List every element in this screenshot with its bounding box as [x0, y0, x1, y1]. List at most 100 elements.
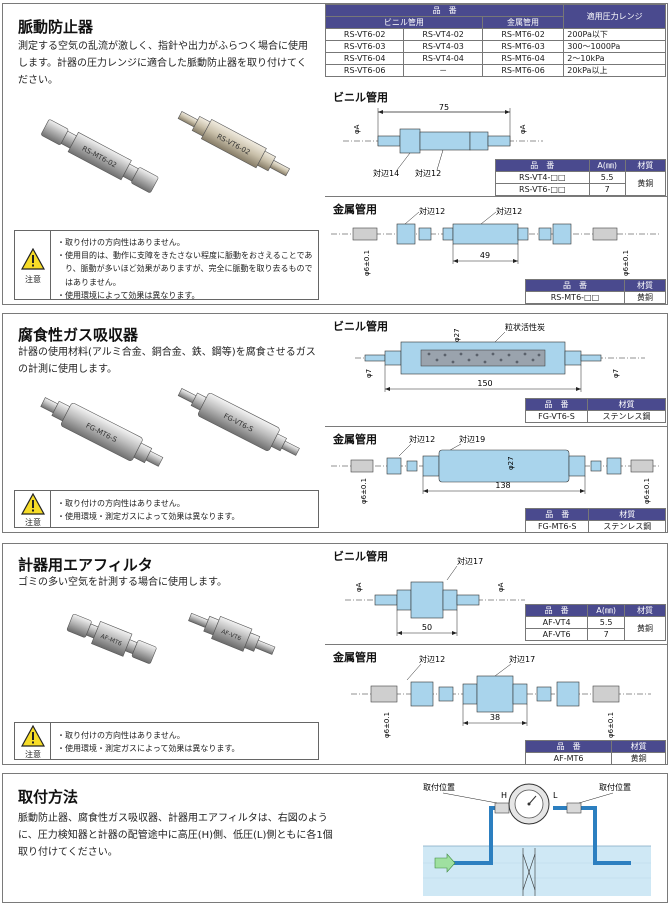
s2-metal-drawing: 対辺12 対辺19 φ27 138 φ6±0.1 φ6±0.1 [331, 434, 661, 504]
s3-vinyl-dim-50: 50 [422, 623, 432, 632]
s1-metal-title: 金属管用 [333, 203, 377, 216]
s2-metal-across12: 対辺12 [409, 434, 435, 444]
s2-vinyl-table: 品 番 材質 FG-VT6-S ステンレス鋼 [525, 398, 667, 423]
s1-caution-item: 使用目的は、動作に支障をきたさない程度に脈動をおさえることであり、脈動が多いほど… [57, 249, 314, 289]
s2-divider [325, 426, 667, 427]
s1-vinyl-across14: 対辺14 [373, 168, 399, 178]
s2-left-panel: 腐食性ガス吸収器 計器の使用材料(アルミ合金、銅合金、鉄、鋼等)を腐食させるガス… [3, 314, 325, 532]
s2-caution-box: 注意 取り付けの方向性はありません。 使用環境・測定ガスによって効果は異なります… [14, 490, 319, 528]
s1-th-vinyl: ビニル管用 [325, 16, 483, 29]
s4-installation-diagram: H L 取付位置 取付位置 [423, 782, 651, 896]
s3-right-panel: ビニル管用 対辺17 φA φA 50 品 番 A(㎜) 材質 [325, 544, 667, 765]
s3-vinyl-drawing: 対辺17 φA φA 50 [345, 556, 525, 636]
s3-description: ゴミの多い空気を計測する場合に使用します。 [18, 577, 227, 588]
s1-caution-item: 使用環境によって効果は異なります。 [57, 289, 314, 302]
s2-caution-text: 取り付けの方向性はありません。 使用環境・測定ガスによって効果は異なります。 [57, 497, 314, 524]
s4-title: 取付方法 [18, 788, 79, 806]
s3-metal-phi-right: φ6±0.1 [607, 712, 615, 738]
s2-vinyl-dim-150: 150 [477, 379, 492, 388]
s2-metal-title: 金属管用 [333, 433, 377, 446]
s2-vinyl-carbon-label: 粒状活性炭 [505, 322, 545, 332]
s2-title: 腐食性ガス吸収器 [18, 326, 139, 344]
s1-description: 測定する空気の乱流が激しく、指針や出力がふらつく場合に使用します。計器の圧力レン… [18, 41, 308, 86]
s2-description: 計器の使用材料(アルミ合金、銅合金、鉄、鋼等)を腐食させるガスの計測に使用します… [18, 347, 316, 375]
s1-vinyl-phiA-right: φA [519, 124, 527, 134]
section-air-filter: 計器用エアフィルタ ゴミの多い空気を計測する場合に使用します。 AF-MT6 [2, 543, 668, 765]
s3-metal-table: 品 番 材質 AF-MT6 黄銅 [524, 740, 666, 765]
warning-icon [21, 493, 45, 515]
s1-metal-across-b: 対辺12 [496, 206, 522, 216]
s1-vinyl-dim-75: 75 [439, 104, 449, 112]
s1-product-photo: RS-MT6-02 RS-VT6-02 [41, 111, 291, 193]
section-gas-absorber: 腐食性ガス吸収器 計器の使用材料(アルミ合金、銅合金、鉄、鋼等)を腐食させるガス… [2, 313, 668, 533]
s3-metal-across12: 対辺12 [419, 654, 445, 664]
s1-vinyl-table: 品 番 A(㎜) 材質 RS-VT4-□□ 5.5 黄銅 RS-VT6-□□ 7 [495, 159, 667, 196]
table-row: AF-MT6 黄銅 [524, 752, 666, 765]
s3-vinyl-phiA-right: φA [497, 582, 505, 592]
s2-caution-item: 取り付けの方向性はありません。 [57, 497, 314, 510]
s1-metal-phi-left: φ6±0.1 [363, 250, 371, 276]
s3-caution-item: 使用環境・測定ガスによって効果は異なります。 [57, 742, 314, 755]
s2-right-panel: ビニル管用 粒状活性炭 φ27 φ7 φ7 150 [325, 314, 667, 533]
table-row: AF-VT4 5.5 黄銅 [524, 616, 666, 641]
s1-metal-table: 品 番 材質 RS-MT6-□□ 黄銅 [525, 279, 667, 304]
table-row: FG-MT6-S ステンレス鋼 [524, 520, 666, 533]
table-row: RS-VT4-□□ 5.5 黄銅 [495, 171, 667, 196]
warning-icon [21, 248, 45, 270]
s2-vinyl-drawing: 粒状活性炭 φ27 φ7 φ7 150 [355, 322, 645, 392]
s3-vinyl-title: ビニル管用 [333, 550, 388, 563]
table-row: AF-VT6 7 [524, 628, 666, 641]
s3-caution-item: 取り付けの方向性はありません。 [57, 729, 314, 742]
s1-caution-item: 取り付けの方向性はありません。 [57, 236, 314, 249]
section-pulsation-damper: 脈動防止器 測定する空気の乱流が激しく、指針や出力がふらつく場合に使用します。計… [2, 3, 668, 305]
s1-caution-box: 注意 取り付けの方向性はありません。 使用目的は、動作に支障をきたさない程度に脈… [14, 230, 319, 302]
s3-vinyl-across17: 対辺17 [457, 556, 483, 566]
s2-metal-phi-left: φ6±0.1 [360, 478, 368, 504]
s3-metal-across17: 対辺17 [509, 654, 535, 664]
section-installation: 取付方法 脈動防止器、腐食性ガス吸収器、計器用エアフィルタは、右図のように、圧力… [2, 773, 668, 903]
s1-caution-text: 取り付けの方向性はありません。 使用目的は、動作に支障をきたさない程度に脈動をお… [57, 236, 314, 302]
s1-vinyl-phiA-left: φA [353, 124, 361, 134]
table-row: FG-VT6-S ステンレス鋼 [525, 410, 667, 423]
s1-vinyl-across12: 対辺12 [415, 168, 441, 178]
s2-metal-across19: 対辺19 [459, 434, 485, 444]
s2-vinyl-phi7-right: φ7 [612, 369, 620, 378]
s4-position-right: 取付位置 [599, 782, 631, 792]
table-row: RS-MT6-□□ 黄銅 [525, 291, 667, 304]
s4-description: 脈動防止器、腐食性ガス吸収器、計器用エアフィルタは、右図のように、圧力検知器と計… [18, 813, 333, 858]
s3-vinyl-phiA-left: φA [355, 582, 363, 592]
s3-title: 計器用エアフィルタ [18, 556, 153, 574]
s1-title: 脈動防止器 [18, 18, 94, 36]
flow-arrow-icon [434, 853, 456, 873]
s2-caution-iconbox: 注意 [15, 491, 51, 527]
s2-caution-item: 使用環境・測定ガスによって効果は異なります。 [57, 510, 314, 523]
s4-high-label: H [501, 791, 507, 800]
s1-th-range: 適用圧力レンジ [563, 4, 666, 29]
s2-metal-dim-138: 138 [495, 481, 510, 490]
s1-metal-phi-right: φ6±0.1 [622, 250, 630, 276]
s3-divider [325, 644, 667, 645]
s1-vinyl-title: ビニル管用 [333, 91, 388, 104]
s2-metal-table: 品 番 材質 FG-MT6-S ステンレス鋼 [524, 508, 666, 533]
s3-caution-text: 取り付けの方向性はありません。 使用環境・測定ガスによって効果は異なります。 [57, 729, 314, 756]
s2-metal-phi-right: φ6±0.1 [643, 478, 651, 504]
s2-product-photo: FG-MT6-S FG-VT6-S [40, 388, 300, 467]
s3-metal-phi-left: φ6±0.1 [383, 712, 391, 738]
s2-caution-label: 注意 [25, 518, 41, 527]
s3-caution-iconbox: 注意 [15, 723, 51, 759]
s1-th-metal: 金属管用 [481, 16, 565, 29]
s4-low-label: L [553, 791, 558, 800]
table-row: RS-VT6-□□ 7 [495, 183, 666, 196]
s3-metal-drawing: 対辺12 対辺17 38 φ6±0.1 φ6±0.1 [351, 654, 651, 738]
s2-metal-phi27: φ27 [507, 456, 515, 470]
s2-vinyl-phi27: φ27 [453, 328, 461, 342]
s4-position-left: 取付位置 [423, 782, 455, 792]
s1-metal-across-a: 対辺12 [419, 206, 445, 216]
s3-caution-label: 注意 [25, 750, 41, 759]
